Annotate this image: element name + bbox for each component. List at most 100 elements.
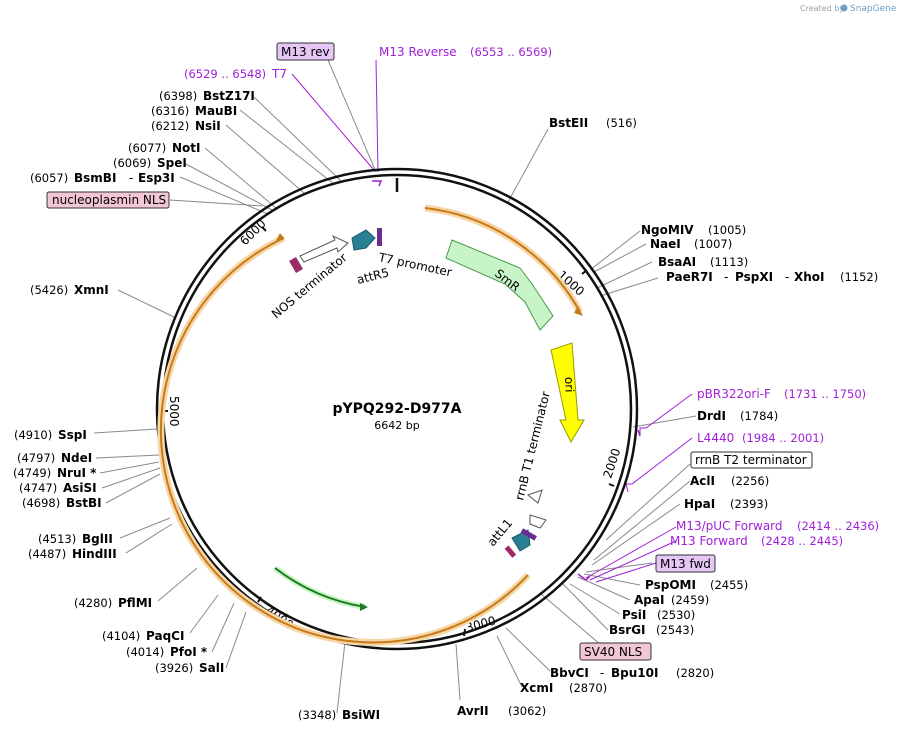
feature-ori: ori	[562, 377, 577, 393]
primer-m13reverse-pos: (6553 .. 6569)	[470, 45, 552, 59]
credit-prefix: Created by	[800, 4, 844, 13]
sv40-box	[579, 642, 652, 661]
site-bbvci-pos: (2820)	[676, 666, 714, 680]
primer-glyph-m13	[577, 573, 591, 581]
rrnb-t1-small-arrow	[526, 489, 543, 504]
orf-arc-main	[159, 237, 529, 644]
nls-mark-top	[289, 256, 303, 274]
site-ndei-pos: (4797)	[17, 451, 55, 465]
site-drdi: DrdI	[697, 409, 726, 423]
m13fwd-box	[655, 554, 716, 573]
attr5-arrow	[351, 229, 376, 251]
site-paqci-pos: (4104)	[102, 629, 140, 643]
site-bbvci: BbvCI	[550, 666, 589, 680]
orf-arc-main-glow	[157, 234, 531, 646]
site-apai: ApaI	[634, 593, 664, 607]
primer-pbr322: pBR322ori-F	[697, 387, 771, 401]
feature-attr5: attR5	[355, 265, 390, 287]
site-bsiwi-pos: (3348)	[298, 708, 336, 722]
primer-m13puc: M13/pUC Forward	[676, 519, 783, 533]
ori-arrow	[550, 342, 585, 444]
primer-t7: T7	[271, 67, 287, 81]
site-sspi: SspI	[58, 428, 87, 442]
site-bsteii: BstEII	[549, 116, 588, 130]
site-leader-lines	[93, 59, 697, 714]
site-nsii: NsiI	[195, 119, 221, 133]
site-pfoi-pos: (4014)	[126, 645, 164, 659]
site-paer7i-pos: (1152)	[840, 270, 878, 284]
site-sspi-pos: (4910)	[14, 428, 52, 442]
primer-t7-pos: (6529 .. 6548)	[184, 67, 266, 81]
site-apai-pos: (2459)	[671, 593, 709, 607]
site-noti: NotI	[172, 141, 201, 155]
site-bstbi-pos: (4698)	[22, 496, 60, 510]
site-naei-pos: (1007)	[694, 237, 732, 251]
site-ndei: NdeI	[61, 451, 92, 465]
site-pfoi: PfoI *	[170, 645, 208, 659]
site-ngomiv: NgoMIV	[641, 223, 694, 237]
site-bsiwi: BsiWI	[342, 708, 380, 722]
backbone-outer	[155, 167, 639, 651]
site-avrii: AvrII	[457, 704, 489, 718]
site-bsmbi-sep: -	[129, 171, 133, 185]
site-xcmi: XcmI	[520, 681, 553, 695]
site-bglii-pos: (4513)	[38, 532, 76, 546]
site-esp3i: Esp3I	[138, 171, 175, 185]
site-xmni-pos: (5426)	[30, 283, 68, 297]
tick-2000: 2000	[601, 447, 624, 480]
site-bsmbi-pos: (6057)	[30, 171, 68, 185]
site-xcmi-pos: (2870)	[569, 681, 607, 695]
site-maubi-pos: (6316)	[151, 104, 189, 118]
nucleoplasmin-box	[46, 191, 170, 209]
site-pspxi-sep: -	[785, 270, 789, 284]
primer-glyph-pbr322	[637, 429, 641, 437]
site-paer7i: PaeR7I	[666, 270, 713, 284]
primer-glyph-top	[372, 180, 383, 187]
site-sali-pos: (3926)	[155, 661, 193, 675]
site-asisi-pos: (4747)	[19, 481, 57, 495]
primer-m13fwd: M13 fwd	[660, 557, 711, 571]
site-pspomi: PspOMI	[645, 578, 696, 592]
site-sali: SalI	[199, 661, 224, 675]
site-spei: SpeI	[157, 156, 187, 170]
site-naei: NaeI	[650, 237, 681, 251]
primer-leader-lines	[291, 59, 693, 583]
feature-rrnb-t2: rrnB T2 terminator	[695, 453, 807, 467]
site-bsmbi: BsmBI	[74, 171, 116, 185]
orf-arc-top	[424, 207, 581, 313]
site-bpu10i: Bpu10I	[611, 666, 658, 680]
site-bsrgi-pos: (2543)	[656, 623, 694, 637]
site-maubi: MauBI	[195, 104, 237, 118]
plasmid-length: 6642 bp	[374, 419, 419, 432]
t7-promoter-mark	[377, 228, 382, 246]
tick-6000: 6000	[237, 217, 268, 248]
green-arc-head	[360, 603, 368, 611]
site-bglii: BglII	[82, 532, 113, 546]
site-hindiii: HindIII	[72, 547, 117, 561]
primer-m13forward-pos: (2428 .. 2445)	[761, 534, 843, 548]
site-nrui-pos: (4749)	[13, 466, 51, 480]
site-noti-pos: (6077)	[128, 141, 166, 155]
site-acli: AclI	[690, 474, 715, 488]
site-bsteii-pos: (516)	[606, 116, 637, 130]
site-pspomi-pos: (2455)	[710, 578, 748, 592]
site-pspxi: PspXI	[735, 270, 773, 284]
site-asisi: AsiSI	[63, 481, 97, 495]
credit-brand: SnapGene	[850, 4, 897, 14]
feature-sv40-nls: SV40 NLS	[584, 645, 642, 659]
feature-attl1: attL1	[485, 516, 516, 549]
site-xhoi: XhoI	[794, 270, 825, 284]
site-bstz17i-pos: (6398)	[159, 89, 197, 103]
rrnb-t1-arrow	[529, 514, 547, 529]
feature-nos-terminator: NOS terminator	[269, 250, 350, 321]
site-psii: PsiI	[622, 608, 646, 622]
green-arc	[274, 567, 366, 608]
snapgene-logo-icon	[840, 4, 848, 12]
nls-mark-bottom	[504, 545, 517, 558]
nos-terminator-arrow	[299, 234, 349, 263]
m13rev-box	[276, 42, 335, 61]
primer-m13rev: M13 rev	[281, 45, 330, 59]
primer-l4440: L4440	[697, 431, 734, 445]
primer-m13reverse: M13 Reverse	[379, 45, 457, 59]
